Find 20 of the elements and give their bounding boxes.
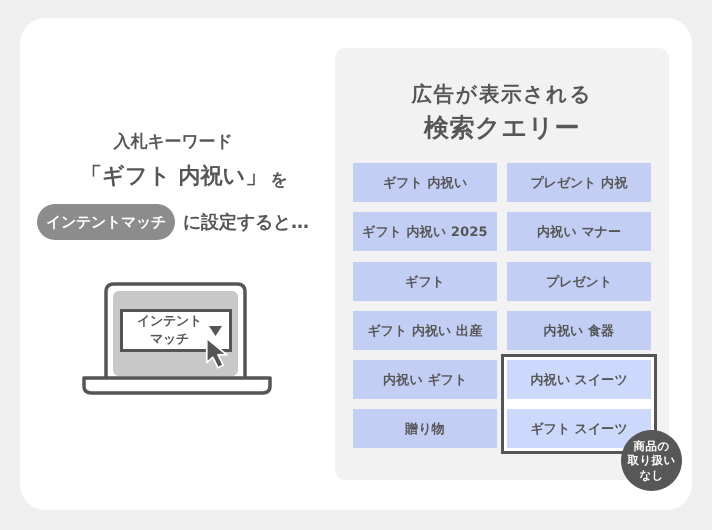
caption-text: に設定すると… xyxy=(183,213,309,233)
search-query-tile: ギフト 内祝い 出産 xyxy=(353,311,497,350)
search-query-tile: 内祝い スイーツ xyxy=(507,360,651,399)
highlight-frame xyxy=(501,354,657,454)
search-query-tile: ギフト 内祝い xyxy=(353,163,497,202)
search-query-tile: 内祝い ギフト xyxy=(353,360,497,399)
particle-text: を xyxy=(270,171,288,190)
search-query-tile: ギフト xyxy=(353,262,497,301)
panel-subtitle: 広告が表示される xyxy=(412,83,592,106)
keyword-text: 「ギフト 内祝い」 xyxy=(80,165,268,190)
panel-title: 検索クエリー xyxy=(424,114,580,142)
match-type-tag: インテントマッチ xyxy=(37,204,175,240)
dropdown-field: インテントマッチ xyxy=(120,309,232,352)
heading-text: 入札キーワード xyxy=(114,133,232,152)
search-query-tile: プレゼント 内祝 xyxy=(507,163,651,202)
search-query-tile: 贈り物 xyxy=(353,409,497,448)
search-query-tile: 内祝い マナー xyxy=(507,212,651,251)
search-query-tile: ギフト 内祝い 2025 xyxy=(353,212,497,251)
search-query-tile: 内祝い 食器 xyxy=(507,311,651,350)
search-query-tile: プレゼント xyxy=(507,262,651,301)
